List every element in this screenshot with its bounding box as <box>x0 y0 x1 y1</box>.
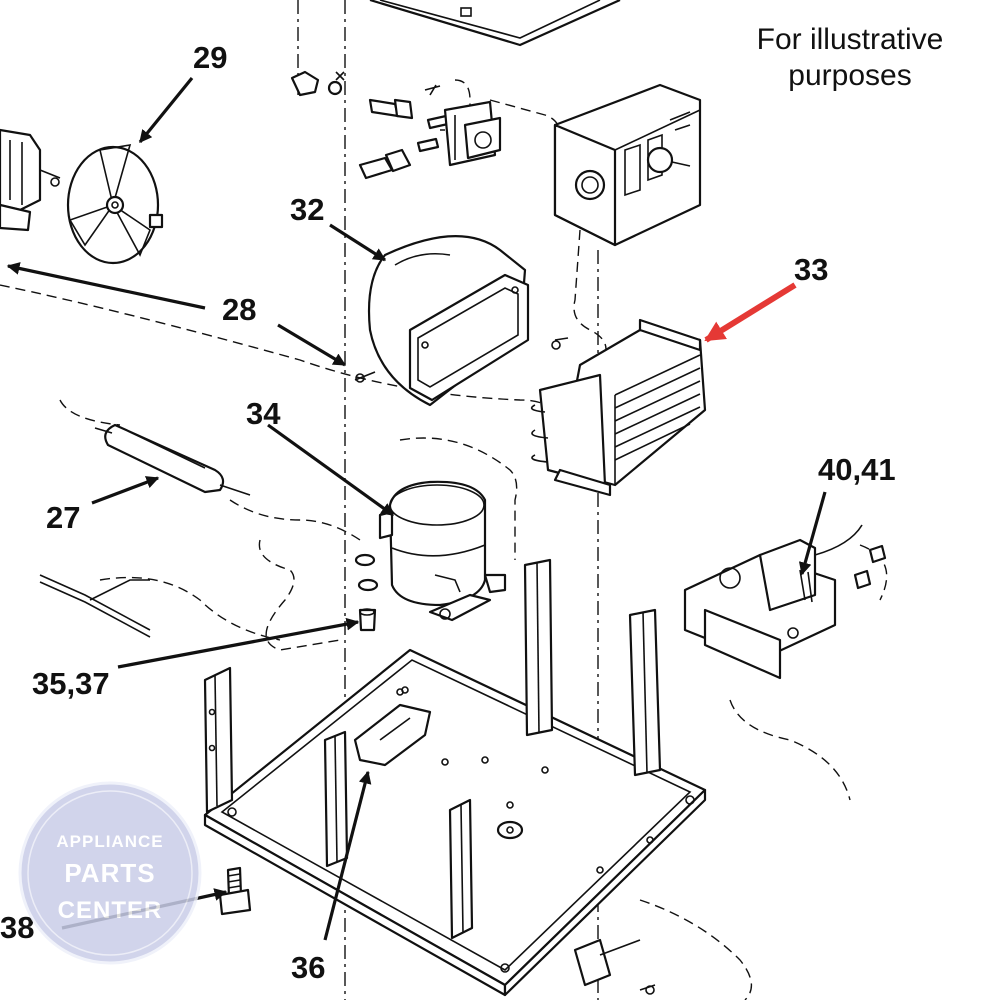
leader-28a <box>6 262 206 310</box>
label-27: 27 <box>46 500 80 535</box>
leader-32 <box>329 223 387 262</box>
condenser-coil <box>530 318 707 497</box>
leader-36 <box>323 770 372 941</box>
solenoid-valve <box>440 100 502 167</box>
leader-35-37 <box>117 617 360 669</box>
filter-drier <box>94 423 251 496</box>
compressor <box>378 480 507 622</box>
compressor-bracket <box>353 686 432 767</box>
part-labels: 29 32 33 28 34 27 40,41 35,37 38 36 <box>0 40 896 985</box>
blower-housing <box>354 235 530 407</box>
watermark-line-2: PARTS <box>64 858 155 888</box>
corner-posts <box>203 558 662 940</box>
label-32: 32 <box>290 192 324 227</box>
label-34: 34 <box>246 396 281 431</box>
leader-28b <box>277 323 347 367</box>
label-33: 33 <box>794 252 828 287</box>
watermark-line-1: APPLIANCE <box>56 832 163 851</box>
illustrative-note: For illustrative purposes <box>700 22 1000 94</box>
watermark-line-3: CENTER <box>58 897 163 924</box>
fan-blade <box>66 144 164 265</box>
label-29: 29 <box>193 40 227 75</box>
assembly-centerlines <box>0 0 888 1000</box>
mounting-grommets <box>354 553 379 632</box>
leader-29 <box>138 76 194 144</box>
label-36: 36 <box>291 950 325 985</box>
leader-34 <box>267 423 395 517</box>
note-line-2: purposes <box>788 59 912 92</box>
note-line-1: For illustrative <box>756 23 944 56</box>
pump-assembly <box>683 524 887 680</box>
label-28: 28 <box>222 292 256 327</box>
label-38: 38 <box>0 910 34 945</box>
label-35-37: 35,37 <box>32 666 110 701</box>
leader-40-41 <box>798 491 827 576</box>
control-box <box>553 83 702 247</box>
corner-bracket <box>573 938 656 995</box>
valve-fittings <box>290 70 450 180</box>
leader-27 <box>91 476 160 505</box>
leader-33-red <box>704 282 797 343</box>
fan-motor <box>0 128 61 232</box>
capillary-tube <box>39 574 151 638</box>
watermark-seal: APPLIANCE PARTS CENTER <box>18 781 202 965</box>
leveling-leg <box>218 866 252 916</box>
label-40-41: 40,41 <box>818 452 896 487</box>
top-cover-panel <box>369 0 621 47</box>
